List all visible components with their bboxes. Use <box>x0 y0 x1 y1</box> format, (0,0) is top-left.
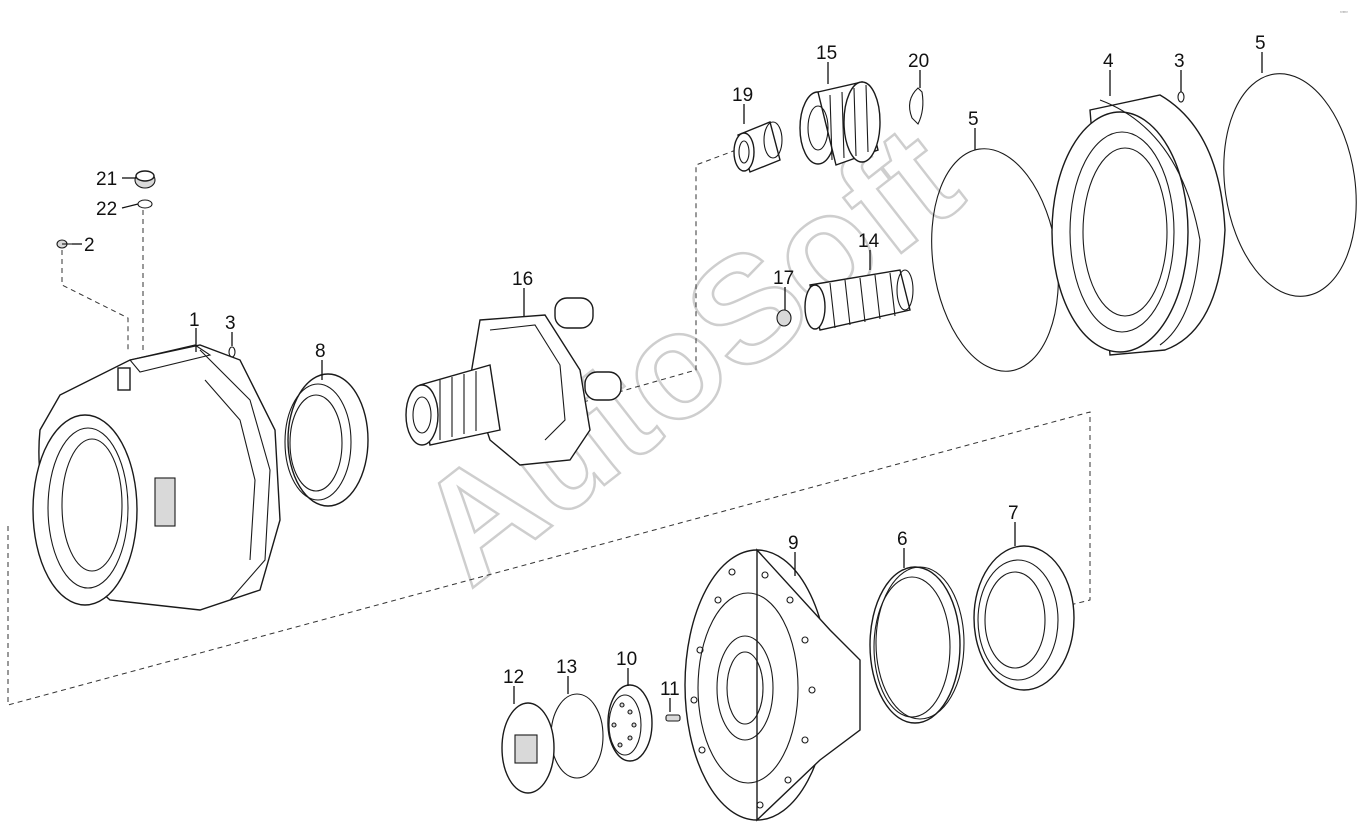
part-8-bearing[interactable] <box>284 373 369 507</box>
callout-15: 15 <box>816 43 837 64</box>
callout-21: 21 <box>96 169 117 190</box>
part-4-ring-gear[interactable] <box>1051 94 1226 356</box>
dash-line-19 <box>519 149 737 421</box>
part-2-bolt[interactable] <box>56 239 72 249</box>
callout-4: 4 <box>1103 51 1114 72</box>
part-16-planet-carrier[interactable] <box>405 297 622 466</box>
callout-1: 1 <box>189 310 200 331</box>
part-13-oring[interactable] <box>550 693 604 779</box>
callout-11: 11 <box>660 679 680 700</box>
callout-9: 9 <box>788 533 799 554</box>
part-11-pin[interactable] <box>665 714 681 722</box>
callout-2: 2 <box>84 235 95 256</box>
assembly-lines <box>7 149 1091 706</box>
dash-line-hub <box>7 411 1091 706</box>
callout-3a: 3 <box>225 313 236 334</box>
part-17-plug[interactable] <box>776 309 792 327</box>
part-6-seal[interactable] <box>869 566 965 724</box>
part-22-washer[interactable] <box>137 199 153 209</box>
dash-line-2 <box>61 250 129 350</box>
corner-mark: ▫▫▫ <box>1340 9 1347 16</box>
part-12-thrust-plate[interactable] <box>501 702 555 794</box>
callout-5b: 5 <box>1255 33 1266 54</box>
callout-labels: 1 2 3 3 4 5 5 6 7 8 9 10 11 12 13 14 15 … <box>84 33 1266 700</box>
part-9-wheel-hub[interactable] <box>684 548 861 822</box>
callout-6: 6 <box>897 529 908 550</box>
part-7-bearing[interactable] <box>973 545 1075 691</box>
callout-17: 17 <box>773 268 794 289</box>
part-1-housing[interactable] <box>32 344 281 611</box>
part-14-sun-shaft[interactable] <box>804 269 914 331</box>
part-21-cap[interactable] <box>134 170 156 189</box>
callout-8: 8 <box>315 341 326 362</box>
callout-5a: 5 <box>968 109 979 130</box>
callout-10: 10 <box>616 649 637 670</box>
callout-22: 22 <box>96 199 117 220</box>
callout-3b: 3 <box>1174 51 1185 72</box>
part-20-circlip[interactable] <box>909 87 924 125</box>
callout-12: 12 <box>503 667 524 688</box>
part-19-needle-bearing[interactable] <box>733 121 783 173</box>
leader-lines <box>72 52 1263 712</box>
part-10-cover[interactable] <box>607 684 653 762</box>
callout-19: 19 <box>732 85 753 106</box>
callout-7: 7 <box>1008 503 1019 524</box>
callout-14: 14 <box>858 231 880 252</box>
callout-16: 16 <box>512 269 533 290</box>
callout-13: 13 <box>556 657 577 678</box>
callout-20: 20 <box>908 51 929 72</box>
part-15-planet-gear[interactable] <box>799 81 881 166</box>
